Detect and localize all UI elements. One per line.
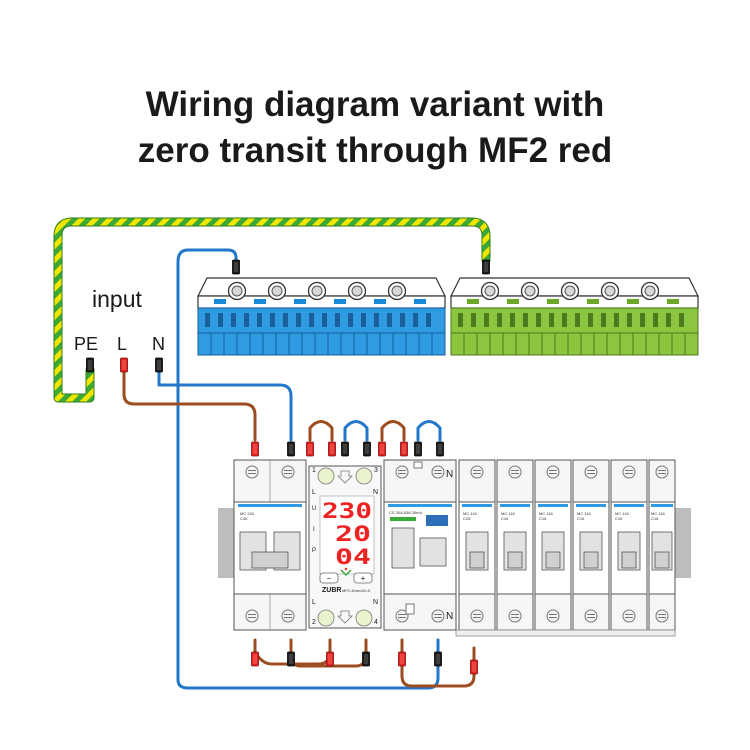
breaker-4: MC 116 C16 (572, 459, 610, 631)
relay-terminal-4: 4 (374, 619, 378, 626)
voltage-relay-mf2: 1 3 L N 2 4 L N U I P 230 20 04 − + ZUBR… (308, 465, 382, 629)
pe-terminal-label: PE (74, 334, 98, 354)
relay-minus-label: − (327, 574, 332, 583)
breaker-3: MC 116 C16 (534, 459, 572, 631)
diagram-title: Wiring diagram variant with zero transit… (0, 82, 750, 174)
breaker-6-label: MC 116 (651, 511, 665, 516)
main-breaker-label: MC 240 (240, 511, 255, 516)
neutral-bus-plug (232, 259, 240, 275)
rcd-device: CS 30A 63A 30mA N N (383, 459, 457, 631)
main-breaker-rating: C40 (240, 516, 248, 521)
breaker-2: MC 116 C16 (496, 459, 534, 631)
relay-minus-button[interactable] (319, 572, 339, 584)
earth-bus-plug (482, 259, 490, 275)
display-power: 04 (335, 545, 371, 569)
breaker-1: MC 116 C25 (458, 459, 496, 631)
relay-bottom-l-label: L (312, 599, 316, 606)
breaker-2-label: MC 116 (501, 511, 515, 516)
breaker-4-rating: C16 (577, 516, 585, 521)
relay-rating: 40 A (362, 588, 370, 593)
rcd-label: CS 30A 63A 30mA (389, 510, 422, 515)
relay-bottom-n-label: N (373, 599, 378, 606)
breaker-4-label: MC 116 (577, 511, 591, 516)
breaker-5-label: MC 116 (615, 511, 629, 516)
relay-plus-button[interactable] (353, 572, 373, 584)
input-pe-plug (86, 357, 94, 373)
main-breaker: MC 240 C40 (233, 459, 307, 631)
din-rail-left (218, 508, 234, 578)
breaker-3-rating: C16 (539, 516, 547, 521)
display-current: 20 (335, 522, 371, 546)
breaker-3-label: MC 116 (539, 511, 553, 516)
relay-top-l-label: L (312, 489, 316, 496)
breaker-6-rating: C16 (651, 516, 659, 521)
comb-busbar (455, 629, 676, 637)
relay-terminal-2: 2 (312, 619, 316, 626)
relay-brand: ZUBR (322, 587, 341, 594)
breaker-6: MC 116 C16 (648, 459, 676, 631)
relay-plus-label: + (361, 574, 366, 583)
neutral-bus-bar (197, 277, 446, 356)
title-line-2: zero transit through MF2 red (137, 131, 613, 170)
input-n-plug (155, 357, 163, 373)
rcd-n-top-label: N (446, 469, 453, 480)
earth-bus-bar (450, 277, 699, 356)
breaker-5: MC 116 C16 (610, 459, 648, 631)
input-label: input (92, 286, 142, 312)
breaker-2-rating: C16 (501, 516, 509, 521)
relay-row-p: P (312, 548, 316, 554)
rcd-n-bottom-label: N (446, 611, 453, 622)
breaker-1-label: MC 116 (463, 511, 477, 516)
breaker-1-rating: C25 (463, 516, 471, 521)
display-voltage: 230 (322, 499, 372, 523)
l-terminal-label: L (117, 334, 127, 354)
relay-model: MF2-40red (342, 588, 362, 593)
status-led-icon (340, 569, 352, 577)
n-terminal-label: N (152, 334, 165, 354)
relay-top-n-label: N (373, 489, 378, 496)
relay-terminal-3: 3 (374, 467, 378, 474)
relay-row-u: U (312, 506, 316, 512)
relay-row-i: I (313, 527, 315, 533)
input-l-plug (120, 357, 128, 373)
title-line-1: Wiring diagram variant with (145, 85, 605, 124)
breaker-5-rating: C16 (615, 516, 623, 521)
relay-terminal-1: 1 (312, 467, 316, 474)
din-rail-right (675, 508, 691, 578)
